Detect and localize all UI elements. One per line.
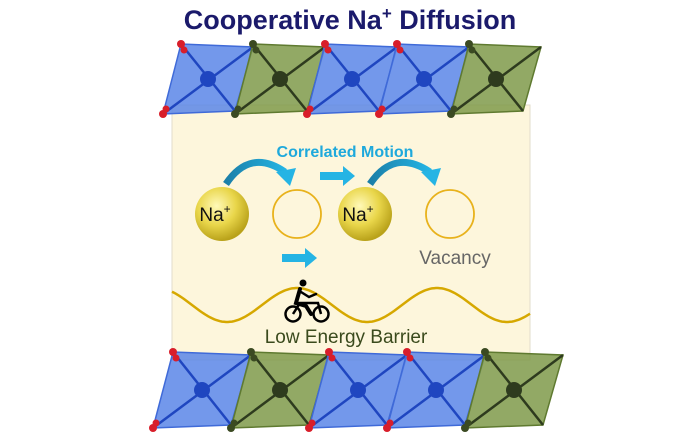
oxygen-atom [249, 40, 257, 48]
octahedron-blue [149, 348, 252, 432]
metal-atom [350, 382, 366, 398]
octahedron-green [447, 40, 542, 118]
oxygen-atom [386, 419, 394, 427]
sodium-ion-label: Na+ [199, 202, 230, 226]
metal-atom [416, 71, 432, 87]
metal-atom [428, 382, 444, 398]
oxygen-atom [152, 419, 160, 427]
oxygen-atom [230, 419, 238, 427]
right-arrow-icon [282, 248, 317, 268]
oxygen-atom [306, 105, 314, 113]
low-energy-barrier-label: Low Energy Barrier [265, 327, 428, 348]
oxygen-atom [162, 105, 170, 113]
oxygen-atom [464, 419, 472, 427]
cyclist-icon [284, 279, 330, 323]
oxygen-atom [393, 40, 401, 48]
metal-atom [488, 71, 504, 87]
correlated-motion-label: Correlated Motion [277, 144, 414, 161]
octahedron-blue [375, 40, 470, 118]
oxygen-atom [450, 105, 458, 113]
oxygen-atom [234, 105, 242, 113]
curved-arrow-icon [367, 159, 441, 187]
oxygen-atom [468, 46, 476, 54]
vacancy-site [272, 189, 322, 239]
oxygen-atom [172, 354, 180, 362]
bottom-octahedra-layer [149, 348, 564, 432]
oxygen-atom [169, 348, 177, 356]
metal-atom [272, 71, 288, 87]
oxygen-atom [250, 354, 258, 362]
right-arrow-icon [320, 166, 355, 186]
oxygen-atom [406, 354, 414, 362]
octahedron-green [227, 348, 330, 432]
metal-atom [344, 71, 360, 87]
vacancy-label: Vacancy [419, 248, 491, 269]
octahedron-blue [383, 348, 486, 432]
oxygen-atom [396, 46, 404, 54]
sodium-ion-label: Na+ [342, 202, 373, 226]
octahedron-green [461, 348, 564, 432]
oxygen-atom [481, 348, 489, 356]
oxygen-atom [324, 46, 332, 54]
vacancy-site [425, 189, 475, 239]
octahedron-blue [159, 40, 254, 118]
oxygen-atom [484, 354, 492, 362]
oxygen-atom [247, 348, 255, 356]
oxygen-atom [308, 419, 316, 427]
octahedron-green [231, 40, 326, 118]
oxygen-atom [321, 40, 329, 48]
sodium-ion [338, 187, 392, 241]
energy-landscape-wave [171, 286, 531, 324]
oxygen-atom [378, 105, 386, 113]
oxygen-atom [177, 40, 185, 48]
octahedron-blue [305, 348, 408, 432]
oxygen-atom [325, 348, 333, 356]
oxygen-atom [465, 40, 473, 48]
metal-atom [200, 71, 216, 87]
oxygen-atom [180, 46, 188, 54]
metal-atom [272, 382, 288, 398]
oxygen-atom [403, 348, 411, 356]
diagram-title: Cooperative Na+ Diffusion [184, 4, 516, 35]
metal-atom [506, 382, 522, 398]
metal-atom [194, 382, 210, 398]
sodium-ion [195, 187, 249, 241]
oxygen-atom [328, 354, 336, 362]
top-octahedra-layer [159, 40, 542, 118]
curved-arrow-icon [223, 159, 296, 187]
oxygen-atom [252, 46, 260, 54]
